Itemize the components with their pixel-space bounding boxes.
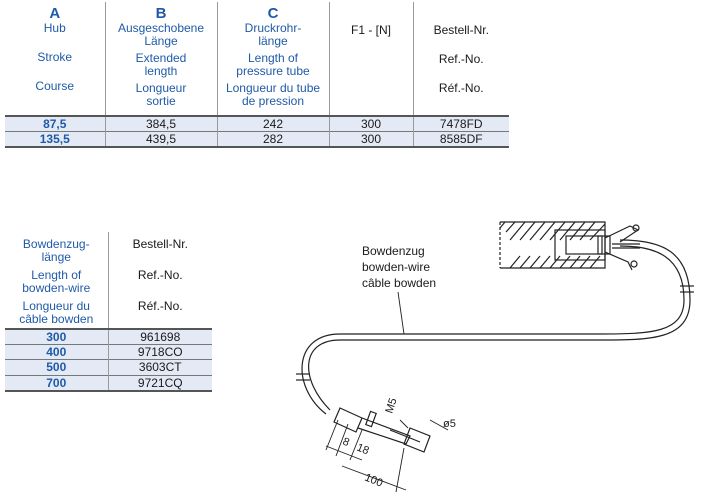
bowden-length-header: Bowdenzug-länge Length of bowden-wire Lo… bbox=[5, 232, 109, 329]
bowden-label-de: Bowdenzug bbox=[362, 244, 425, 258]
end-fitting bbox=[333, 407, 431, 453]
col-f1-label: F1 - [N] bbox=[350, 23, 391, 37]
cell-extended-length: 439,5 bbox=[105, 130, 218, 148]
table-row: 135,5 439,5 282 300 8585DF bbox=[5, 130, 509, 148]
release-lever bbox=[604, 224, 640, 271]
bowden-cable bbox=[296, 239, 694, 415]
col-ref-en: Ref.-No. bbox=[438, 52, 484, 66]
dimension-lines bbox=[325, 419, 449, 493]
cell-stroke: 87,5 bbox=[5, 114, 106, 132]
col-a-fr: Course bbox=[35, 79, 75, 93]
dimension-100: 100 bbox=[363, 472, 385, 490]
cell-bowden-length: 300 bbox=[5, 327, 109, 345]
bowden-length-de: Bowdenzug-länge bbox=[22, 237, 90, 264]
col-ref-de: Bestell-Nr. bbox=[433, 23, 489, 37]
dimension-diameter-5: ø5 bbox=[443, 418, 456, 430]
col-ref-header: Bestell-Nr. Ref.-No. Réf.-No. bbox=[413, 2, 509, 116]
cell-ref-no: 7478FD bbox=[413, 114, 509, 132]
bowden-label-en: bowden-wire bbox=[362, 260, 430, 274]
cell-bowden-length: 700 bbox=[5, 374, 109, 392]
table-row: 700 9721CQ bbox=[5, 374, 212, 392]
dimension-8: 8 bbox=[341, 436, 351, 449]
col-b-header: B Ausgeschobene Länge Extended length Lo… bbox=[105, 2, 218, 116]
cell-bowden-ref: 3603CT bbox=[108, 359, 212, 376]
col-b-de: Ausgeschobene Länge bbox=[117, 21, 205, 48]
cell-tube-length: 242 bbox=[217, 114, 330, 132]
bowden-ref-fr: Réf.-No. bbox=[137, 299, 183, 313]
table-row: 400 9718CO bbox=[5, 344, 212, 360]
col-c-letter: C bbox=[267, 5, 279, 22]
col-ref-fr: Réf.-No. bbox=[438, 81, 484, 95]
bowden-length-en: Length of bowden-wire bbox=[22, 268, 91, 295]
cell-bowden-length: 400 bbox=[5, 344, 109, 360]
cell-stroke: 135,5 bbox=[5, 130, 106, 148]
dimension-18: 18 bbox=[355, 442, 371, 458]
col-a-en: Stroke bbox=[37, 50, 73, 64]
col-f1-header: F1 - [N] bbox=[329, 2, 414, 116]
col-a-de: Hub bbox=[43, 21, 66, 35]
col-b-letter: B bbox=[155, 5, 167, 22]
dimension-m5: M5 bbox=[383, 397, 399, 415]
bowden-ref-de: Bestell-Nr. bbox=[132, 237, 188, 251]
bowden-length-fr: Longueur du câble bowden bbox=[19, 299, 94, 326]
cell-bowden-ref: 9718CO bbox=[108, 344, 212, 360]
col-c-fr: Longueur du tube de pression bbox=[225, 81, 321, 108]
table-row: 500 3603CT bbox=[5, 359, 212, 376]
bowden-length-table: Bowdenzug-länge Length of bowden-wire Lo… bbox=[5, 232, 212, 392]
cell-bowden-ref: 9721CQ bbox=[108, 374, 212, 392]
col-b-en: Extended length bbox=[135, 51, 187, 78]
col-c-en: Length of pressure tube bbox=[236, 51, 310, 78]
table-row: 87,5 384,5 242 300 7478FD bbox=[5, 114, 509, 132]
bowden-ref-en: Ref.-No. bbox=[137, 268, 183, 282]
cell-force: 300 bbox=[329, 114, 414, 132]
cell-extended-length: 384,5 bbox=[105, 114, 218, 132]
col-c-de: Druckrohr-länge bbox=[244, 21, 302, 48]
cell-bowden-ref: 961698 bbox=[108, 327, 212, 345]
stroke-spec-table: A Hub Stroke Course B Ausgeschobene Läng… bbox=[5, 2, 509, 148]
bowden-label-fr: câble bowden bbox=[362, 276, 436, 290]
col-a-letter: A bbox=[49, 5, 61, 22]
cell-ref-no: 8585DF bbox=[413, 130, 509, 148]
bowden-leader-line bbox=[397, 291, 405, 335]
cylinder-housing bbox=[499, 221, 611, 269]
bowden-ref-header: Bestell-Nr. Ref.-No. Réf.-No. bbox=[108, 232, 212, 329]
cell-tube-length: 282 bbox=[217, 130, 330, 148]
cell-bowden-length: 500 bbox=[5, 359, 109, 376]
col-a-header: A Hub Stroke Course bbox=[5, 2, 106, 116]
cell-force: 300 bbox=[329, 130, 414, 148]
col-c-header: C Druckrohr-länge Length of pressure tub… bbox=[217, 2, 330, 116]
col-b-fr: Longueur sortie bbox=[135, 81, 187, 108]
table-row: 300 961698 bbox=[5, 327, 212, 345]
